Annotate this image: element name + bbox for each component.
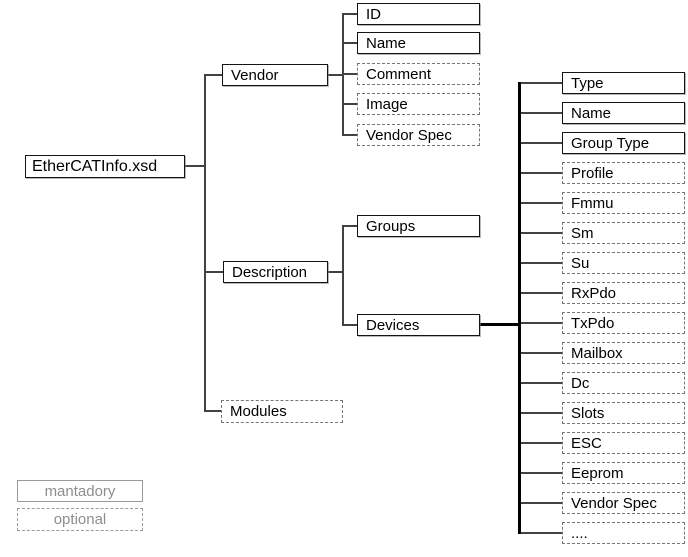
node-groups: Groups [357, 215, 480, 237]
connector-devices-trunk [518, 82, 521, 534]
connector-to-device-name [521, 112, 562, 114]
connector-to-id [344, 13, 357, 15]
connector-to-group-type [521, 142, 562, 144]
connector-to-comment [344, 73, 357, 75]
node-eeprom: Eeprom [562, 462, 685, 484]
connector-to-image [344, 103, 357, 105]
connector-to-slots [521, 412, 562, 414]
connector-to-esc [521, 442, 562, 444]
connector-to-txpdo [521, 322, 562, 324]
connector-to-groups [344, 225, 357, 227]
connector-to-ellipsis [521, 532, 562, 534]
connector-to-name [344, 42, 357, 44]
connector-devices-to-trunk [480, 323, 521, 326]
connector-vendor-to-trunk [328, 74, 344, 76]
connector-to-sm [521, 232, 562, 234]
connector-to-mailbox [521, 352, 562, 354]
connector-main-trunk [204, 74, 206, 412]
connector-root-to-trunk [185, 165, 206, 167]
node-group-type: Group Type [562, 132, 685, 154]
node-rxpdo: RxPdo [562, 282, 685, 304]
node-sm: Sm [562, 222, 685, 244]
connector-to-rxpdo [521, 292, 562, 294]
connector-to-profile [521, 172, 562, 174]
connector-to-su [521, 262, 562, 264]
connector-trunk-to-vendor [206, 74, 222, 76]
node-device-name: Name [562, 102, 685, 124]
node-slots: Slots [562, 402, 685, 424]
node-device-vendor-spec: Vendor Spec [562, 492, 685, 514]
legend-mandatory: mantadory [17, 480, 143, 502]
node-vendor: Vendor [222, 64, 328, 86]
node-fmmu: Fmmu [562, 192, 685, 214]
connector-trunk-to-modules [206, 410, 221, 412]
connector-to-type [521, 82, 562, 84]
connector-to-device-vendor-spec [521, 502, 562, 504]
connector-to-fmmu [521, 202, 562, 204]
node-profile: Profile [562, 162, 685, 184]
node-image: Image [357, 93, 480, 115]
node-esc: ESC [562, 432, 685, 454]
connector-vendor-trunk [342, 13, 344, 136]
node-id: ID [357, 3, 480, 25]
node-vendor-spec: Vendor Spec [357, 124, 480, 146]
connector-to-vendor-spec [344, 134, 357, 136]
node-mailbox: Mailbox [562, 342, 685, 364]
node-dc: Dc [562, 372, 685, 394]
node-modules: Modules [221, 400, 343, 423]
connector-to-eeprom [521, 472, 562, 474]
connector-description-trunk [342, 225, 344, 326]
node-description: Description [223, 261, 328, 283]
node-txpdo: TxPdo [562, 312, 685, 334]
node-ellipsis: .... [562, 522, 685, 544]
node-comment: Comment [357, 63, 480, 85]
node-devices: Devices [357, 314, 480, 336]
node-name: Name [357, 32, 480, 54]
connector-trunk-to-description [206, 271, 223, 273]
node-type: Type [562, 72, 685, 94]
node-ethercatinfo-xsd: EtherCATInfo.xsd [25, 155, 185, 178]
node-su: Su [562, 252, 685, 274]
legend-optional: optional [17, 508, 143, 531]
connector-to-devices [344, 324, 357, 326]
connector-to-dc [521, 382, 562, 384]
connector-description-to-trunk [328, 271, 344, 273]
